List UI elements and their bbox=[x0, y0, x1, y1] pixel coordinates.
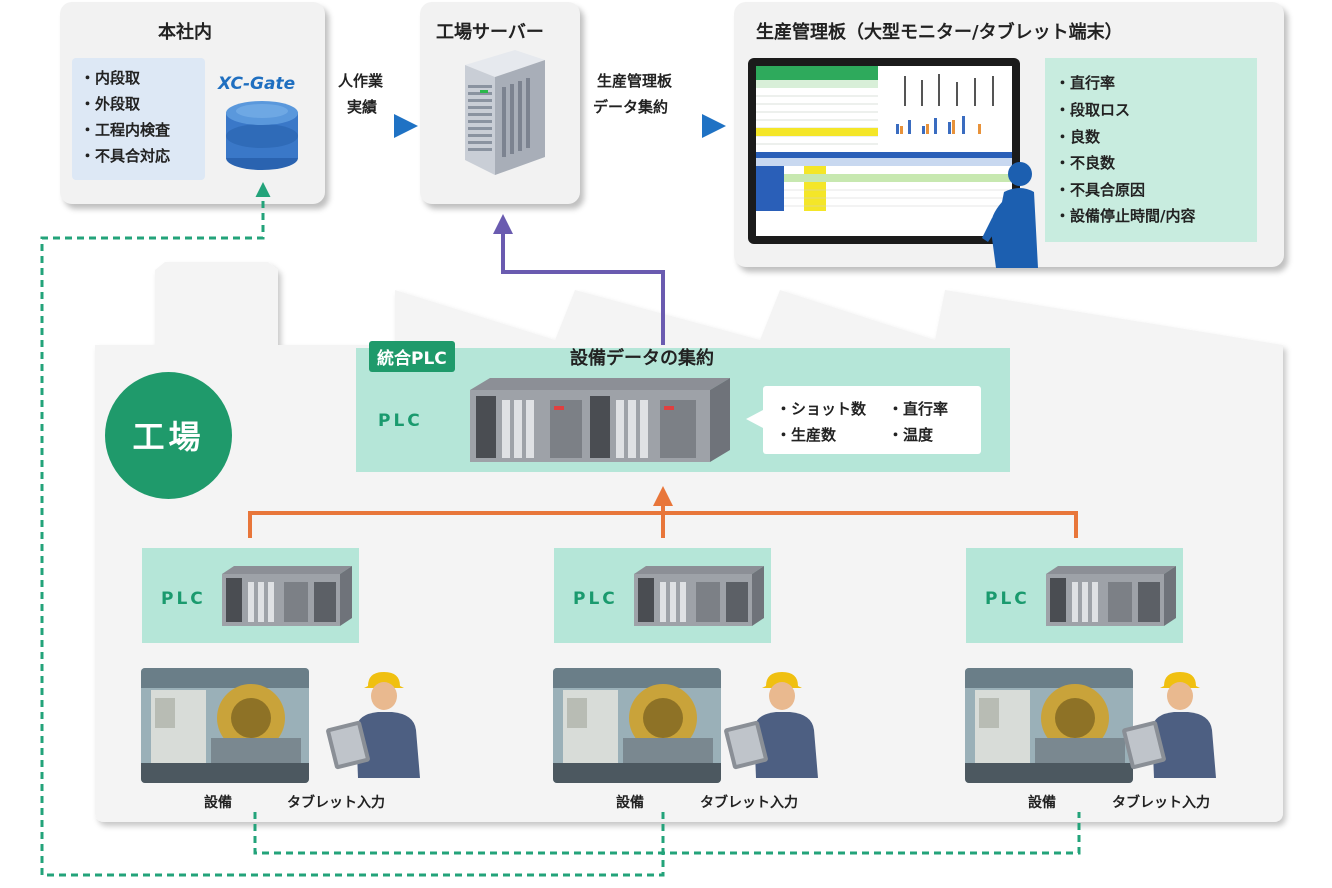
tablet-input-label: タブレット入力 bbox=[1112, 795, 1210, 811]
unit-plc-label: PLC bbox=[161, 589, 206, 609]
plc-rack-icon bbox=[470, 378, 730, 462]
worker-with-tablet-icon bbox=[724, 672, 818, 778]
arrow2-label: 生産管理板 bbox=[597, 72, 673, 90]
unit-plc-label: PLC bbox=[573, 589, 618, 609]
hq-title: 本社内 bbox=[158, 22, 212, 43]
arrow2-label: データ集約 bbox=[593, 98, 669, 116]
equipment-photo bbox=[965, 668, 1133, 783]
equipment-photo bbox=[553, 668, 721, 783]
hq-task-item: ・外段取 bbox=[80, 95, 141, 113]
xc-gate-logo: XC-Gate bbox=[218, 74, 296, 94]
dashboard-screen bbox=[756, 66, 1012, 236]
board-metric: ・直行率 bbox=[1055, 74, 1116, 92]
board-metric: ・設備停止時間/内容 bbox=[1055, 207, 1196, 225]
plc-rack-icon bbox=[222, 566, 352, 626]
hq-task-item: ・不具合対応 bbox=[80, 147, 171, 165]
integrated-metric: ・ショット数 bbox=[776, 400, 867, 418]
integrated-metric: ・生産数 bbox=[776, 426, 837, 444]
plc-rack-icon bbox=[1046, 566, 1176, 626]
arrow1-label: 人作業 bbox=[338, 72, 384, 90]
integrated-plc-tag: 統合PLC bbox=[369, 341, 455, 372]
server-title: 工場サーバー bbox=[436, 22, 544, 43]
tablet-input-label: タブレット入力 bbox=[287, 795, 385, 811]
callout-pointer bbox=[746, 410, 763, 428]
board-metric: ・良数 bbox=[1055, 128, 1101, 146]
board-metric: ・不良数 bbox=[1055, 154, 1116, 172]
integrated-metric: ・直行率 bbox=[888, 400, 949, 418]
plc-rack-icon bbox=[634, 566, 764, 626]
board-metric: ・不具合原因 bbox=[1055, 181, 1146, 199]
server-icon bbox=[465, 50, 545, 175]
equipment-label: 設備 bbox=[1028, 795, 1056, 811]
tablet-input-label: タブレット入力 bbox=[700, 795, 798, 811]
integrated-plc-label: PLC bbox=[378, 411, 423, 431]
factory-label: 工場 bbox=[132, 418, 205, 456]
database-icon bbox=[226, 101, 298, 170]
equipment-label: 設備 bbox=[204, 795, 232, 811]
worker-with-tablet-icon bbox=[1122, 672, 1216, 778]
integrated-metric: ・温度 bbox=[888, 426, 934, 444]
board-metric-list bbox=[1045, 58, 1257, 242]
worker-with-tablet-icon bbox=[326, 672, 420, 778]
person-silhouette-icon bbox=[982, 162, 1038, 268]
integrated-metric-box bbox=[763, 386, 981, 454]
hq-task-item: ・内段取 bbox=[80, 69, 141, 87]
equipment-label: 設備 bbox=[616, 795, 644, 811]
arrow1-label: 実績 bbox=[347, 98, 378, 116]
equipment-photo bbox=[141, 668, 309, 783]
factory-badge bbox=[105, 372, 232, 499]
integrated-plc-title: 設備データの集約 bbox=[570, 348, 714, 369]
board-title: 生産管理板（大型モニター/タブレット端末） bbox=[756, 22, 1123, 43]
hq-task-list bbox=[72, 58, 205, 180]
hq-task-item: ・工程内検査 bbox=[80, 121, 171, 139]
board-metric: ・段取ロス bbox=[1055, 101, 1131, 119]
unit-plc-label: PLC bbox=[985, 589, 1030, 609]
